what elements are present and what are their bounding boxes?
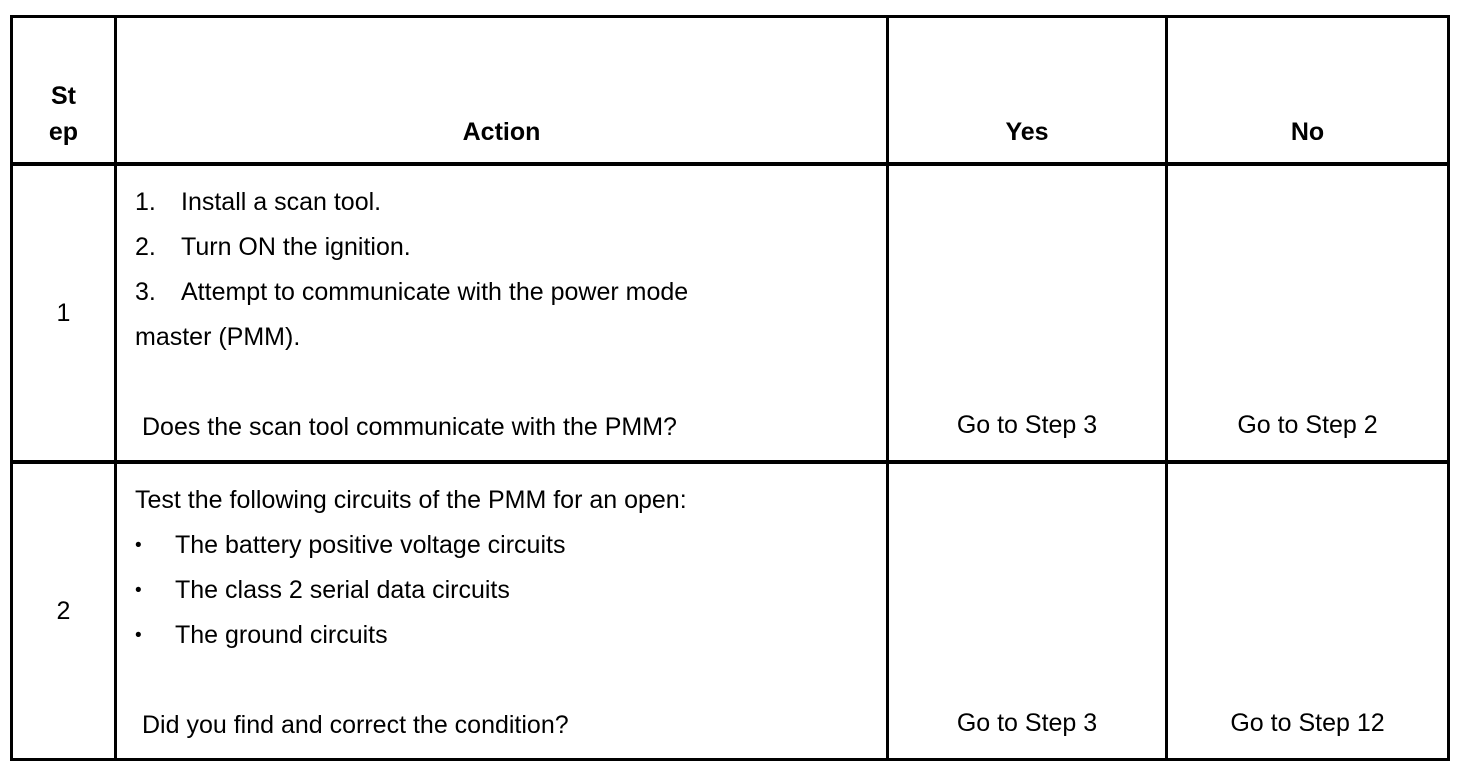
- list-marker: 3.: [135, 278, 156, 306]
- no-answer-text: Go to Step 2: [1237, 411, 1378, 439]
- header-cell-no: No: [1165, 15, 1450, 166]
- action-cell: Test the following circuits of the PMM f…: [114, 460, 889, 761]
- list-marker: 2.: [135, 233, 156, 261]
- table-row: 2 Test the following circuits of the PMM…: [10, 460, 1450, 761]
- numbered-list-item: 3. Attempt to communicate with the power…: [135, 270, 876, 315]
- column-header-no: No: [1290, 118, 1325, 146]
- yes-answer-cell: Go to Step 3: [886, 162, 1168, 464]
- bullet-item-text: The class 2 serial data circuits: [175, 576, 510, 604]
- bullet-list-item: • The class 2 serial data circuits: [135, 568, 876, 613]
- column-header-step: St ep: [48, 82, 79, 146]
- list-item-text: Attempt to communicate with the power mo…: [181, 278, 689, 306]
- numbered-list-item: 1. Install a scan tool.: [135, 180, 876, 225]
- numbered-list-item: 2. Turn ON the ignition.: [135, 225, 876, 270]
- diagnostic-procedure-table: St ep Action Yes No: [10, 15, 1450, 761]
- bullet-list-item: • The battery positive voltage circuits: [135, 523, 876, 568]
- no-answer-cell: Go to Step 12: [1165, 460, 1450, 761]
- column-header-action: Action: [462, 118, 541, 146]
- list-item-text: Turn ON the ignition.: [181, 233, 411, 261]
- step-number: 2: [56, 597, 71, 625]
- header-cell-action: Action: [114, 15, 889, 166]
- yes-answer-text: Go to Step 3: [956, 411, 1098, 439]
- step-number: 1: [56, 299, 71, 327]
- action-intro-text: Test the following circuits of the PMM f…: [135, 486, 687, 514]
- bullet-icon: •: [135, 625, 142, 646]
- step-number-cell: 2: [10, 460, 117, 761]
- column-header-yes: Yes: [1005, 118, 1049, 146]
- spacer-line: [135, 360, 876, 405]
- bullet-item-text: The ground circuits: [175, 621, 388, 649]
- list-marker: 1.: [135, 188, 156, 216]
- bullet-list-item: • The ground circuits: [135, 613, 876, 658]
- list-item-text: Install a scan tool.: [181, 188, 382, 216]
- action-question: Does the scan tool communicate with the …: [142, 413, 677, 441]
- action-question: Did you find and correct the condition?: [142, 711, 569, 739]
- table-row: 1 1. Install a scan tool. 2. Turn ON the…: [10, 162, 1450, 464]
- header-cell-step: St ep: [10, 15, 117, 166]
- action-cell: 1. Install a scan tool. 2. Turn ON the i…: [114, 162, 889, 464]
- step-number-cell: 1: [10, 162, 117, 464]
- header-cell-yes: Yes: [886, 15, 1168, 166]
- no-answer-cell: Go to Step 2: [1165, 162, 1450, 464]
- no-answer-text: Go to Step 12: [1230, 709, 1385, 737]
- bullet-icon: •: [135, 535, 142, 556]
- table-header-row: St ep Action Yes No: [10, 15, 1450, 166]
- yes-answer-text: Go to Step 3: [956, 709, 1098, 737]
- bullet-item-text: The battery positive voltage circuits: [175, 531, 566, 559]
- spacer-line: [135, 658, 876, 703]
- bullet-icon: •: [135, 580, 142, 601]
- list-item-continuation: master (PMM).: [135, 323, 301, 351]
- yes-answer-cell: Go to Step 3: [886, 460, 1168, 761]
